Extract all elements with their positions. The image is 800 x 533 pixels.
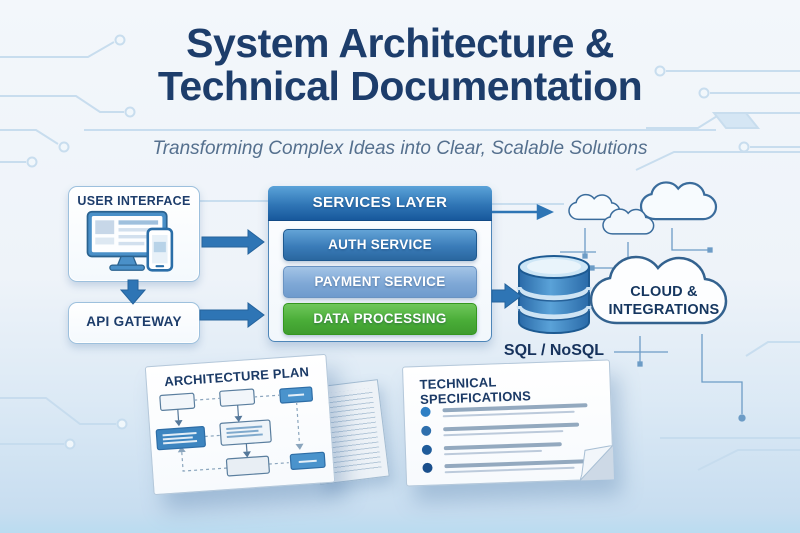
cloud-small-right-icon: [639, 181, 718, 221]
monitor-phone-icon: [86, 210, 174, 272]
spec-subline: [444, 449, 543, 456]
page-title-line1: System Architecture &: [186, 20, 614, 66]
cloud-label-line2: INTEGRATIONS: [608, 302, 720, 319]
cloud-label-line1: CLOUD &: [630, 284, 698, 300]
api-gateway-label: API GATEWAY: [86, 314, 182, 329]
services-layer-panel: SERVICES LAYER AUTH SERVICE PAYMENT SERV…: [268, 186, 492, 342]
database-label: SQL / NoSQL: [503, 342, 605, 359]
technical-specifications-card: TECHNICAL SPECIFICATIONS: [401, 359, 615, 487]
user-interface-box: USER INTERFACE: [68, 186, 200, 282]
bullet-icon: [421, 444, 433, 456]
bullet-icon: [420, 406, 431, 418]
page-fold-corner-icon: [579, 445, 615, 481]
page-title-line2: Technical Documentation: [157, 63, 643, 110]
api-gateway-box: API GATEWAY: [68, 302, 200, 344]
page-subtitle: Transforming Complex Ideas into Clear, S…: [152, 138, 648, 159]
cloud-small-middle-icon: [602, 208, 655, 235]
spec-subline: [444, 466, 575, 474]
spec-subline: [443, 430, 564, 437]
user-interface-label: USER INTERFACE: [77, 194, 191, 208]
bullet-icon: [421, 425, 432, 437]
spec-subline: [442, 410, 575, 418]
cloud-integrations-label: CLOUD & INTEGRATIONS: [597, 283, 731, 319]
flowchart-diagram: [155, 386, 326, 477]
database-icon: [516, 255, 592, 334]
header-divider: [84, 129, 716, 131]
technical-specifications-title: TECHNICAL SPECIFICATIONS: [419, 374, 532, 408]
data-processing-box: DATA PROCESSING: [283, 303, 477, 335]
payment-service-box: PAYMENT SERVICE: [283, 266, 477, 298]
architecture-plan-card: ARCHITECTURE PLAN: [144, 353, 336, 496]
auth-service-box: AUTH SERVICE: [283, 229, 477, 261]
spec-line: [443, 442, 562, 451]
services-layer-header: SERVICES LAYER: [268, 186, 492, 221]
page-title: System Architecture & Technical Document…: [0, 20, 800, 110]
bullet-icon: [422, 462, 433, 474]
cloud-integrations-icon: [589, 255, 728, 325]
